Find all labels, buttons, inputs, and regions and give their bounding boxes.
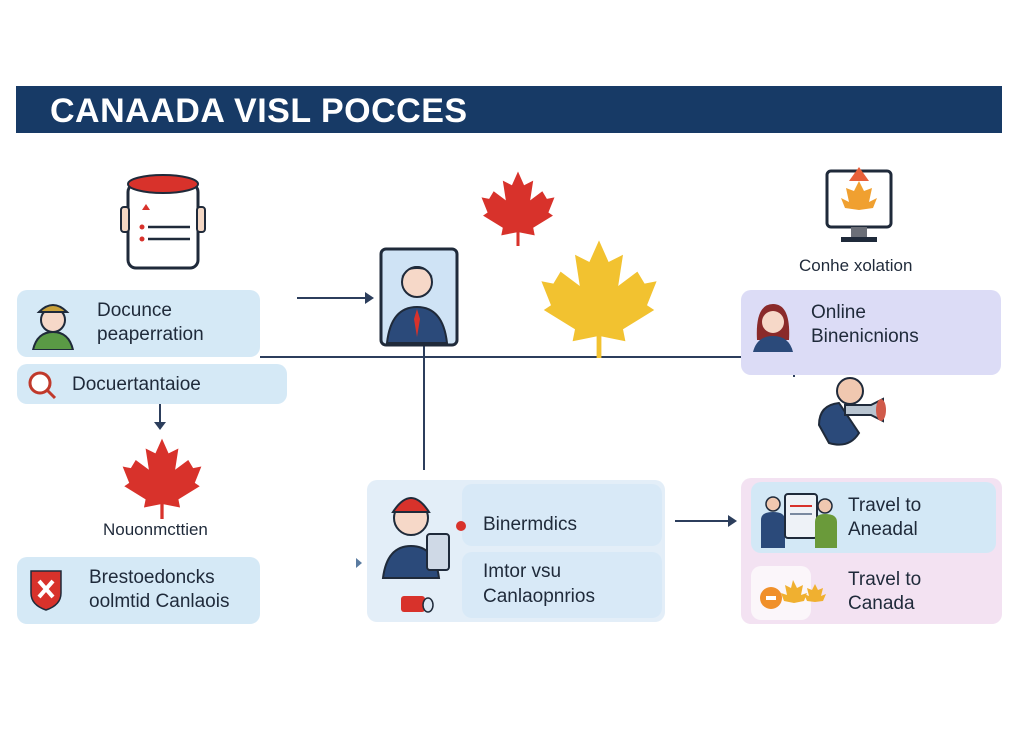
maple-leaf-yellow-icon <box>541 240 657 358</box>
step-travel: Travel to Aneadal Travel to Canada <box>741 478 1002 624</box>
maple-leaf-icon <box>122 438 202 519</box>
step-document-preparation: Docunce peaperration <box>17 290 260 357</box>
orange-maple-icon <box>760 580 826 609</box>
arrow-to-travel <box>675 520 730 522</box>
title-bar: CANAADA VISL POCCES <box>16 86 1002 133</box>
people-kiosk-icon <box>761 493 837 548</box>
arrowhead-icon <box>728 515 737 527</box>
step-label: Docuertantaioe <box>72 374 201 395</box>
officer-portrait-icon <box>379 247 459 347</box>
biometrics-panel <box>462 484 662 546</box>
step-label-line2: Canada <box>848 593 915 614</box>
step-label-line2: Binenicnions <box>811 326 919 347</box>
magnifier-icon <box>28 371 57 400</box>
step-label: Docunce peaperration <box>97 300 204 345</box>
person-icon <box>31 304 75 350</box>
step-label-line1: Online <box>811 302 866 323</box>
arrow-down <box>159 404 161 424</box>
briefcase-icon <box>401 596 434 613</box>
step-label-line2: Canlaopnrios <box>483 586 595 607</box>
travel-panel-1: Travel to Aneadal <box>751 482 996 553</box>
woman-icon <box>753 304 793 352</box>
step-label: Binermdics <box>483 514 577 535</box>
step-label-line1: Brestoedoncks <box>89 567 215 588</box>
connector-vertical <box>423 345 425 470</box>
arrow-to-portrait <box>297 297 367 299</box>
step-documentation: Docuertantaioe <box>17 364 287 404</box>
arrowhead-icon <box>154 422 166 430</box>
arrowhead-icon <box>356 558 362 568</box>
step-biometrics-interview: Binermdics Imtor vsu Canlaopnrios <box>367 480 665 622</box>
bullhorn-person-icon <box>817 377 886 446</box>
maple-leaf-icon <box>481 171 555 246</box>
interview-panel <box>462 552 662 618</box>
monitor-icon <box>825 167 893 242</box>
step-bottom-left: Brestoedoncks oolmtid Canlaois <box>17 557 260 624</box>
shield-icon <box>30 570 62 611</box>
step-label-line2: Aneadal <box>848 519 918 540</box>
maple-caption: Nouonmcttien <box>103 520 208 539</box>
step-online: Online Binenicnions <box>741 290 1001 375</box>
step-label-line1: Travel to <box>848 495 922 516</box>
page-title: CANAADA VISL POCCES <box>50 92 468 130</box>
step-label-line1: Travel to <box>848 569 922 590</box>
monitor-caption: Conhe xolation <box>799 256 913 275</box>
arrowhead-icon <box>365 292 374 304</box>
document-icon <box>120 174 206 270</box>
step-label-line2: oolmtid Canlaois <box>89 591 230 612</box>
step-label-line1: Imtor vsu <box>483 561 562 582</box>
connector-horizontal <box>260 356 755 358</box>
officer-tablet-icon <box>381 497 466 579</box>
travel-icon-panel <box>751 566 826 620</box>
